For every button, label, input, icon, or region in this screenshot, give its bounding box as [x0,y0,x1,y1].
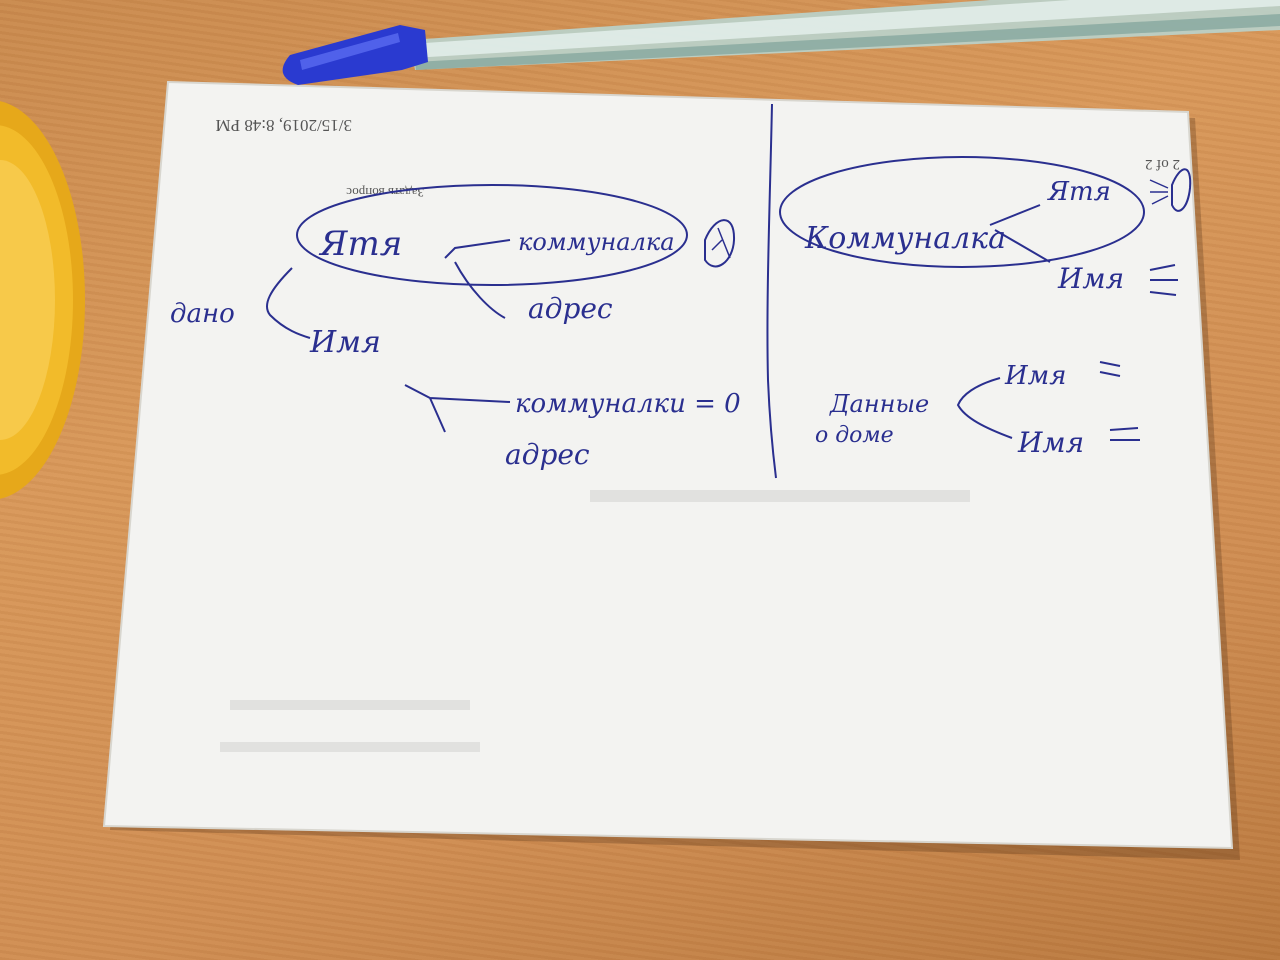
left-main-ellipse [296,184,688,286]
svg-text:2 of 2: 2 of 2 [1145,156,1180,172]
printed-timestamp: 3/15/2019, 8:48 PM [216,116,353,135]
right-node-imya2: Имя [1004,361,1066,391]
left-node-dano: дано [170,299,235,329]
left-node-main: Ятя [318,224,402,264]
left-node-kommunalka-eq0: коммуналки = 0 [515,389,741,419]
right-main-ellipse [779,156,1145,268]
right-node-dannye: Данные [829,390,929,418]
yellow-jar [0,101,85,499]
right-fire-icon [1149,168,1192,212]
right-node-imya3: Имя [1017,426,1084,459]
divider-line [766,103,777,479]
left-node-adres: адрес [528,292,613,325]
printed-page-number: 2 of 2 [1145,156,1180,172]
svg-text:3/15/2019, 8:48 PM: 3/15/2019, 8:48 PM [216,116,353,135]
right-node-o-dome: о доме [815,423,894,448]
right-node-imya-top: Ятя [1047,177,1111,207]
paper-sheet [104,82,1232,848]
left-node-adres2: адрес [505,438,590,471]
left-fire-icon [704,219,736,268]
right-node-kommunalka: Коммуналка [804,221,1006,256]
left-node-kommunalka: коммуналка [518,228,675,256]
ballpoint-pen [282,0,1280,85]
right-node-imya: Имя [1057,262,1124,295]
left-node-imya: Имя [309,325,381,360]
